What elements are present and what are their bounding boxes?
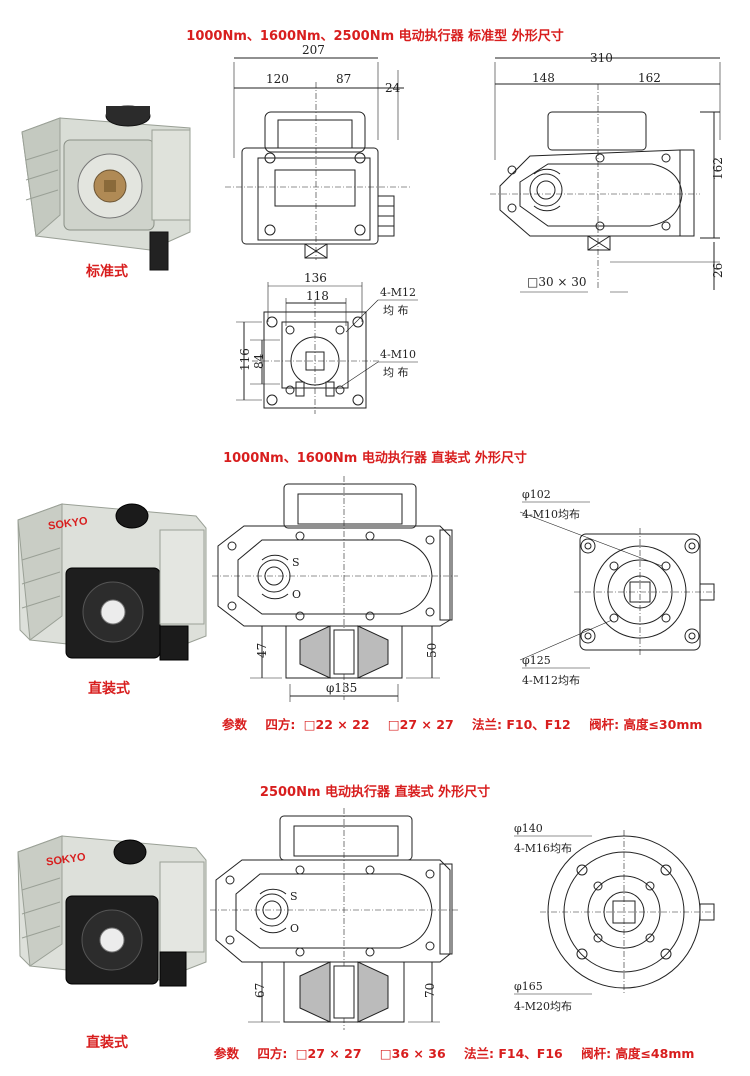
dim-overall-width: 207	[302, 43, 325, 57]
dim-side-width: 310	[590, 51, 613, 65]
params-line-1: 参数 四方: □22 × 22 □27 × 27 法兰: F10、F12 阀杆:…	[222, 714, 716, 733]
direct-mount-photo-2	[17, 835, 207, 987]
dim-offset: 24	[385, 81, 401, 95]
params-label: 参数	[214, 1046, 240, 1061]
pcd-large-1: φ125	[522, 654, 551, 667]
standard-front-view	[225, 57, 410, 260]
bolt-m12-label: 4-M12	[380, 286, 416, 299]
close-mark-1: O	[292, 588, 301, 601]
square-size-2: □27 × 27	[387, 717, 454, 732]
dim-side-right: 162	[638, 71, 661, 85]
direct-mount-flange-view-2	[514, 830, 716, 995]
square-size-2: □36 × 36	[379, 1046, 446, 1061]
dim-h-left-2: 67	[253, 983, 267, 998]
dim-left-part: 120	[266, 72, 289, 86]
section-3-title: 2500Nm 电动执行器 直装式 外形尺寸	[259, 785, 491, 800]
pcd-large-bolts-2: 4-M20均布	[514, 1000, 572, 1013]
square-label: 四方:	[257, 1046, 288, 1061]
direct-mount-photo-1	[17, 503, 207, 661]
pcd-small-bolts-1: 4-M10均布	[522, 508, 580, 521]
open-mark-2: S	[290, 890, 298, 903]
direct-mount-flange-view-1	[519, 501, 716, 669]
flange-spec: 法兰: F14、F16	[464, 1046, 563, 1061]
dim-side-height: 162	[711, 157, 725, 180]
pcd-large-2: φ165	[514, 980, 543, 993]
direct-mount-side-view-1	[212, 476, 458, 702]
flange-spec: 法兰: F10、F12	[472, 717, 571, 732]
dim-shaft-height: 26	[711, 263, 725, 278]
section-1-title: 1000Nm、1600Nm、2500Nm 电动执行器 标准型 外形尺寸	[186, 29, 564, 44]
standard-flange-view	[236, 282, 418, 414]
standard-type-caption: 标准式	[86, 264, 128, 280]
stem-spec: 阀杆: 高度≤30mm	[589, 717, 703, 732]
section-2-title: 1000Nm、1600Nm 电动执行器 直装式 外形尺寸	[223, 451, 527, 466]
direct-mount-side-view-2	[210, 808, 458, 1030]
square-label: 四方:	[265, 717, 296, 732]
dim-h-right-2: 70	[423, 983, 437, 998]
dim-side-left: 148	[532, 71, 555, 85]
pcd-small-2: φ140	[514, 822, 543, 835]
dim-h-right-1: 50	[425, 643, 439, 658]
square-size-1: □27 × 27	[295, 1046, 362, 1061]
standard-actuator-photo	[21, 105, 191, 271]
standard-side-view	[490, 57, 721, 293]
direct-mount-caption-2: 直装式	[86, 1035, 128, 1051]
bolt-m10-note: 均 布	[383, 366, 409, 379]
dim-flange-h-inner: 84	[252, 353, 266, 369]
dim-h-left-1: 47	[255, 643, 269, 658]
stem-spec: 阀杆: 高度≤48mm	[581, 1046, 695, 1061]
dim-right-part: 87	[336, 72, 351, 86]
pcd-small-bolts-2: 4-M16均布	[514, 842, 572, 855]
dim-flange-outer: 136	[304, 271, 327, 285]
square-size-1: □22 × 22	[303, 717, 370, 732]
dim-flange-h-outer: 116	[238, 348, 252, 371]
dim-square-drive: □30 × 30	[527, 275, 587, 289]
close-mark-2: O	[290, 922, 299, 935]
bolt-m12-note: 均 布	[383, 304, 409, 317]
brand-logo-2: SOKYO	[45, 851, 86, 868]
direct-mount-caption-1: 直装式	[88, 681, 130, 697]
params-label: 参数	[222, 717, 248, 732]
pcd-small-1: φ102	[522, 488, 551, 501]
dim-flange-dia-1: φ135	[326, 681, 357, 695]
pcd-large-bolts-1: 4-M12均布	[522, 674, 580, 687]
open-mark-1: S	[292, 556, 300, 569]
params-line-2: 参数 四方: □27 × 27 □36 × 36 法兰: F14、F16 阀杆:…	[214, 1043, 708, 1062]
bolt-m10-label: 4-M10	[380, 348, 416, 361]
dim-flange-inner: 118	[306, 289, 329, 303]
brand-logo-1: SOKYO	[47, 515, 88, 532]
